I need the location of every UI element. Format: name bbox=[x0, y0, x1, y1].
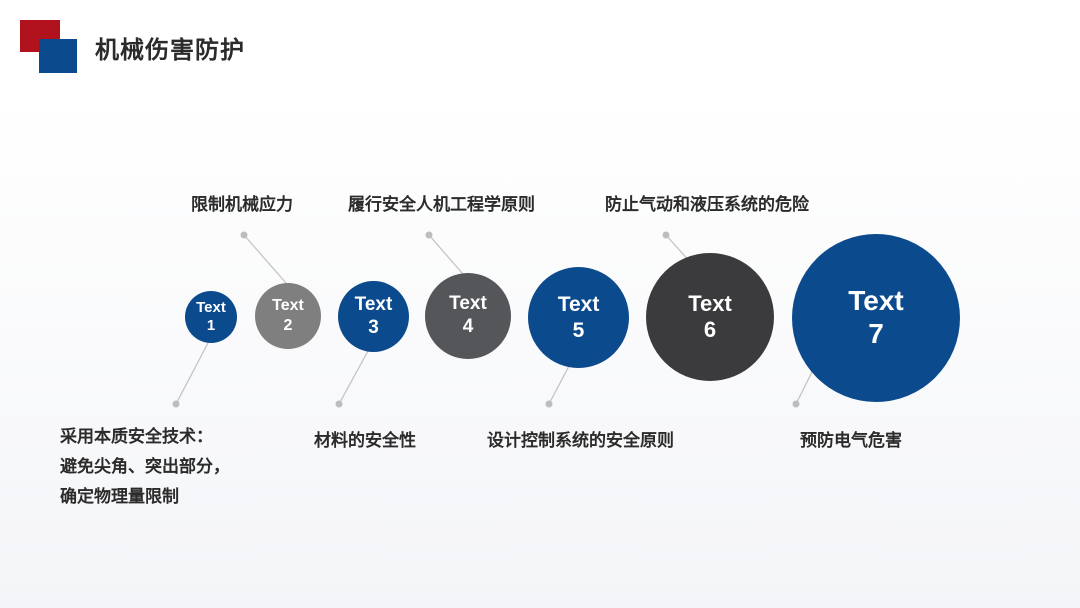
circle-text-6: Text 6 bbox=[646, 253, 774, 381]
circle-7-number: 7 bbox=[868, 318, 884, 349]
circle-2-word: Text bbox=[272, 297, 304, 315]
circle-3-number: 3 bbox=[368, 316, 379, 338]
label-top-3: 防止气动和液压系统的危险 bbox=[605, 195, 809, 215]
connector-dot-7 bbox=[792, 400, 800, 408]
label-bottom-1-line-1: 采用本质安全技术： bbox=[60, 427, 213, 447]
circle-4-number: 4 bbox=[462, 316, 474, 337]
circle-6-word: Text bbox=[688, 290, 732, 316]
circle-5-word: Text bbox=[557, 293, 600, 317]
connector-line-2 bbox=[243, 234, 287, 284]
connector-line-1 bbox=[175, 342, 209, 405]
circle-4-word: Text bbox=[449, 293, 487, 315]
label-top-1: 限制机械应力 bbox=[191, 195, 293, 215]
circle-6-number: 6 bbox=[703, 317, 717, 342]
label-top-2: 履行安全人机工程学原则 bbox=[348, 195, 535, 215]
label-bottom-4: 预防电气危害 bbox=[800, 431, 902, 451]
connector-line-3 bbox=[338, 350, 369, 405]
label-bottom-1: 采用本质安全技术： 避免尖角、突出部分， 确定物理量限制 bbox=[60, 422, 230, 512]
circle-text-1: Text 1 bbox=[185, 291, 237, 343]
label-bottom-1-line-2: 避免尖角、突出部分， bbox=[60, 457, 230, 477]
circle-text-3: Text 3 bbox=[338, 281, 409, 352]
label-bottom-1-line-3: 确定物理量限制 bbox=[60, 487, 179, 507]
circle-7-word: Text bbox=[848, 285, 904, 317]
connector-dot-4 bbox=[425, 231, 433, 239]
label-bottom-3: 设计控制系统的安全原则 bbox=[487, 431, 674, 451]
page-title: 机械伤害防护 bbox=[95, 36, 245, 64]
connector-dot-2 bbox=[240, 231, 248, 239]
circle-1-number: 1 bbox=[206, 317, 216, 334]
circle-text-7: Text 7 bbox=[792, 234, 960, 402]
circle-3-word: Text bbox=[354, 293, 393, 315]
connector-dot-3 bbox=[335, 400, 343, 408]
connector-dot-5 bbox=[545, 400, 553, 408]
label-bottom-2: 材料的安全性 bbox=[314, 431, 416, 451]
circle-text-2: Text 2 bbox=[255, 283, 321, 349]
circle-text-4: Text 4 bbox=[425, 273, 511, 359]
connector-dot-1 bbox=[172, 400, 180, 408]
circle-1-word: Text bbox=[196, 298, 226, 316]
circle-text-5: Text 5 bbox=[528, 267, 629, 368]
connector-dot-6 bbox=[662, 231, 670, 239]
circle-2-number: 2 bbox=[283, 317, 293, 334]
logo-blue-square bbox=[39, 39, 77, 73]
circle-5-number: 5 bbox=[572, 318, 585, 342]
